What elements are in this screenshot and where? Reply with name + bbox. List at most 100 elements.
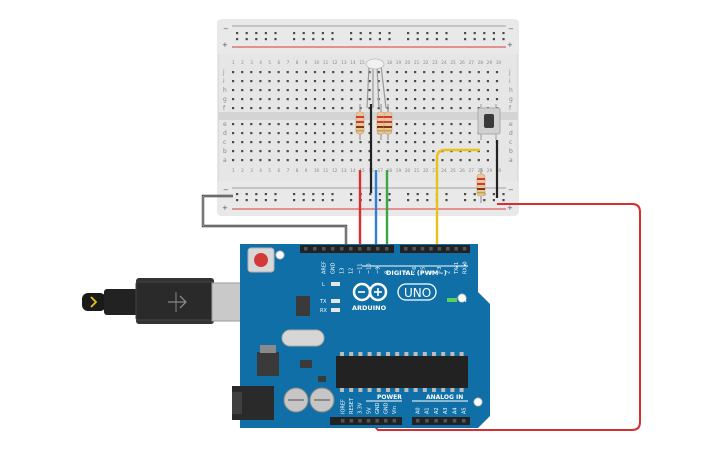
header-pin[interactable] xyxy=(446,247,450,251)
rail-hole[interactable] xyxy=(331,38,334,41)
breadboard-hole[interactable] xyxy=(323,107,326,110)
breadboard-hole[interactable] xyxy=(441,132,444,135)
rail-hole[interactable] xyxy=(350,199,353,202)
breadboard-hole[interactable] xyxy=(468,123,471,126)
breadboard-hole[interactable] xyxy=(341,150,344,153)
rail-hole[interactable] xyxy=(483,38,486,41)
rail-hole[interactable] xyxy=(302,199,305,202)
breadboard-hole[interactable] xyxy=(259,71,262,74)
rail-hole[interactable] xyxy=(236,32,239,35)
breadboard-hole[interactable] xyxy=(277,141,280,144)
breadboard-hole[interactable] xyxy=(404,71,408,74)
breadboard-hole[interactable] xyxy=(386,80,389,83)
rail-hole[interactable] xyxy=(255,199,258,202)
breadboard-hole[interactable] xyxy=(477,89,480,92)
breadboard-hole[interactable] xyxy=(232,123,235,126)
rail-hole[interactable] xyxy=(236,38,239,41)
rail-hole[interactable] xyxy=(426,199,429,202)
breadboard-hole[interactable] xyxy=(286,71,289,74)
breadboard-hole[interactable] xyxy=(323,159,326,162)
rail-hole[interactable] xyxy=(321,193,324,196)
breadboard-hole[interactable] xyxy=(432,107,435,110)
rail-hole[interactable] xyxy=(407,32,410,35)
breadboard-hole[interactable] xyxy=(477,71,480,74)
rail-hole[interactable] xyxy=(293,38,296,41)
breadboard-hole[interactable] xyxy=(268,132,271,135)
breadboard-hole[interactable] xyxy=(468,141,471,144)
breadboard-hole[interactable] xyxy=(459,107,462,110)
breadboard-hole[interactable] xyxy=(414,80,417,83)
breadboard-hole[interactable] xyxy=(386,150,389,153)
breadboard-hole[interactable] xyxy=(423,141,426,144)
breadboard-hole[interactable] xyxy=(232,80,235,83)
breadboard-hole[interactable] xyxy=(459,159,462,162)
rail-hole[interactable] xyxy=(388,193,391,196)
breadboard-hole[interactable] xyxy=(350,132,353,135)
breadboard-hole[interactable] xyxy=(423,98,426,101)
breadboard-hole[interactable] xyxy=(323,80,326,83)
breadboard-hole[interactable] xyxy=(423,132,426,135)
rail-hole[interactable] xyxy=(502,193,505,196)
resistor-1[interactable] xyxy=(355,104,365,140)
breadboard-hole[interactable] xyxy=(368,141,371,144)
breadboard-hole[interactable] xyxy=(423,80,426,83)
breadboard-hole[interactable] xyxy=(404,89,408,92)
breadboard-hole[interactable] xyxy=(368,71,371,74)
header-pin[interactable] xyxy=(462,419,466,423)
header-pin[interactable] xyxy=(375,419,379,423)
breadboard-hole[interactable] xyxy=(377,80,380,83)
breadboard-hole[interactable] xyxy=(250,150,253,153)
breadboard-hole[interactable] xyxy=(395,89,398,92)
breadboard-hole[interactable] xyxy=(304,159,307,162)
breadboard-hole[interactable] xyxy=(432,159,435,162)
rail-hole[interactable] xyxy=(464,38,467,41)
rail-hole[interactable] xyxy=(245,199,248,202)
rail-hole[interactable] xyxy=(321,38,324,41)
rail-hole[interactable] xyxy=(492,32,495,35)
breadboard-hole[interactable] xyxy=(241,123,244,126)
header-pin[interactable] xyxy=(304,247,308,251)
rail-hole[interactable] xyxy=(473,38,476,41)
breadboard-hole[interactable] xyxy=(313,107,317,110)
rail-hole[interactable] xyxy=(274,199,277,202)
breadboard-hole[interactable] xyxy=(277,132,280,135)
breadboard-hole[interactable] xyxy=(332,150,335,153)
breadboard-hole[interactable] xyxy=(350,123,353,126)
breadboard-hole[interactable] xyxy=(368,98,371,101)
breadboard-hole[interactable] xyxy=(250,141,253,144)
breadboard-hole[interactable] xyxy=(286,98,289,101)
breadboard-hole[interactable] xyxy=(423,150,426,153)
breadboard-hole[interactable] xyxy=(432,80,435,83)
breadboard-hole[interactable] xyxy=(250,80,253,83)
breadboard-hole[interactable] xyxy=(404,80,408,83)
breadboard-hole[interactable] xyxy=(459,123,462,126)
breadboard-hole[interactable] xyxy=(368,132,371,135)
rail-hole[interactable] xyxy=(369,38,372,41)
rail-hole[interactable] xyxy=(236,199,239,202)
breadboard-hole[interactable] xyxy=(277,80,280,83)
header-pin[interactable] xyxy=(340,247,344,251)
breadboard-hole[interactable] xyxy=(277,89,280,92)
breadboard-hole[interactable] xyxy=(414,141,417,144)
breadboard-hole[interactable] xyxy=(323,150,326,153)
breadboard-hole[interactable] xyxy=(341,159,344,162)
breadboard-hole[interactable] xyxy=(286,150,289,153)
breadboard-hole[interactable] xyxy=(423,71,426,74)
breadboard-hole[interactable] xyxy=(495,98,499,101)
rail-hole[interactable] xyxy=(331,199,334,202)
breadboard-hole[interactable] xyxy=(259,132,262,135)
breadboard-hole[interactable] xyxy=(359,141,362,144)
rail-hole[interactable] xyxy=(312,199,315,202)
breadboard-hole[interactable] xyxy=(423,159,426,162)
breadboard-hole[interactable] xyxy=(241,98,244,101)
wire-red-5v[interactable] xyxy=(368,203,641,431)
breadboard-hole[interactable] xyxy=(313,150,317,153)
breadboard-hole[interactable] xyxy=(286,89,289,92)
header-pin[interactable] xyxy=(366,419,371,423)
breadboard-hole[interactable] xyxy=(277,71,280,74)
rail-hole[interactable] xyxy=(321,199,324,202)
breadboard-hole[interactable] xyxy=(350,89,353,92)
rail-hole[interactable] xyxy=(245,38,248,41)
